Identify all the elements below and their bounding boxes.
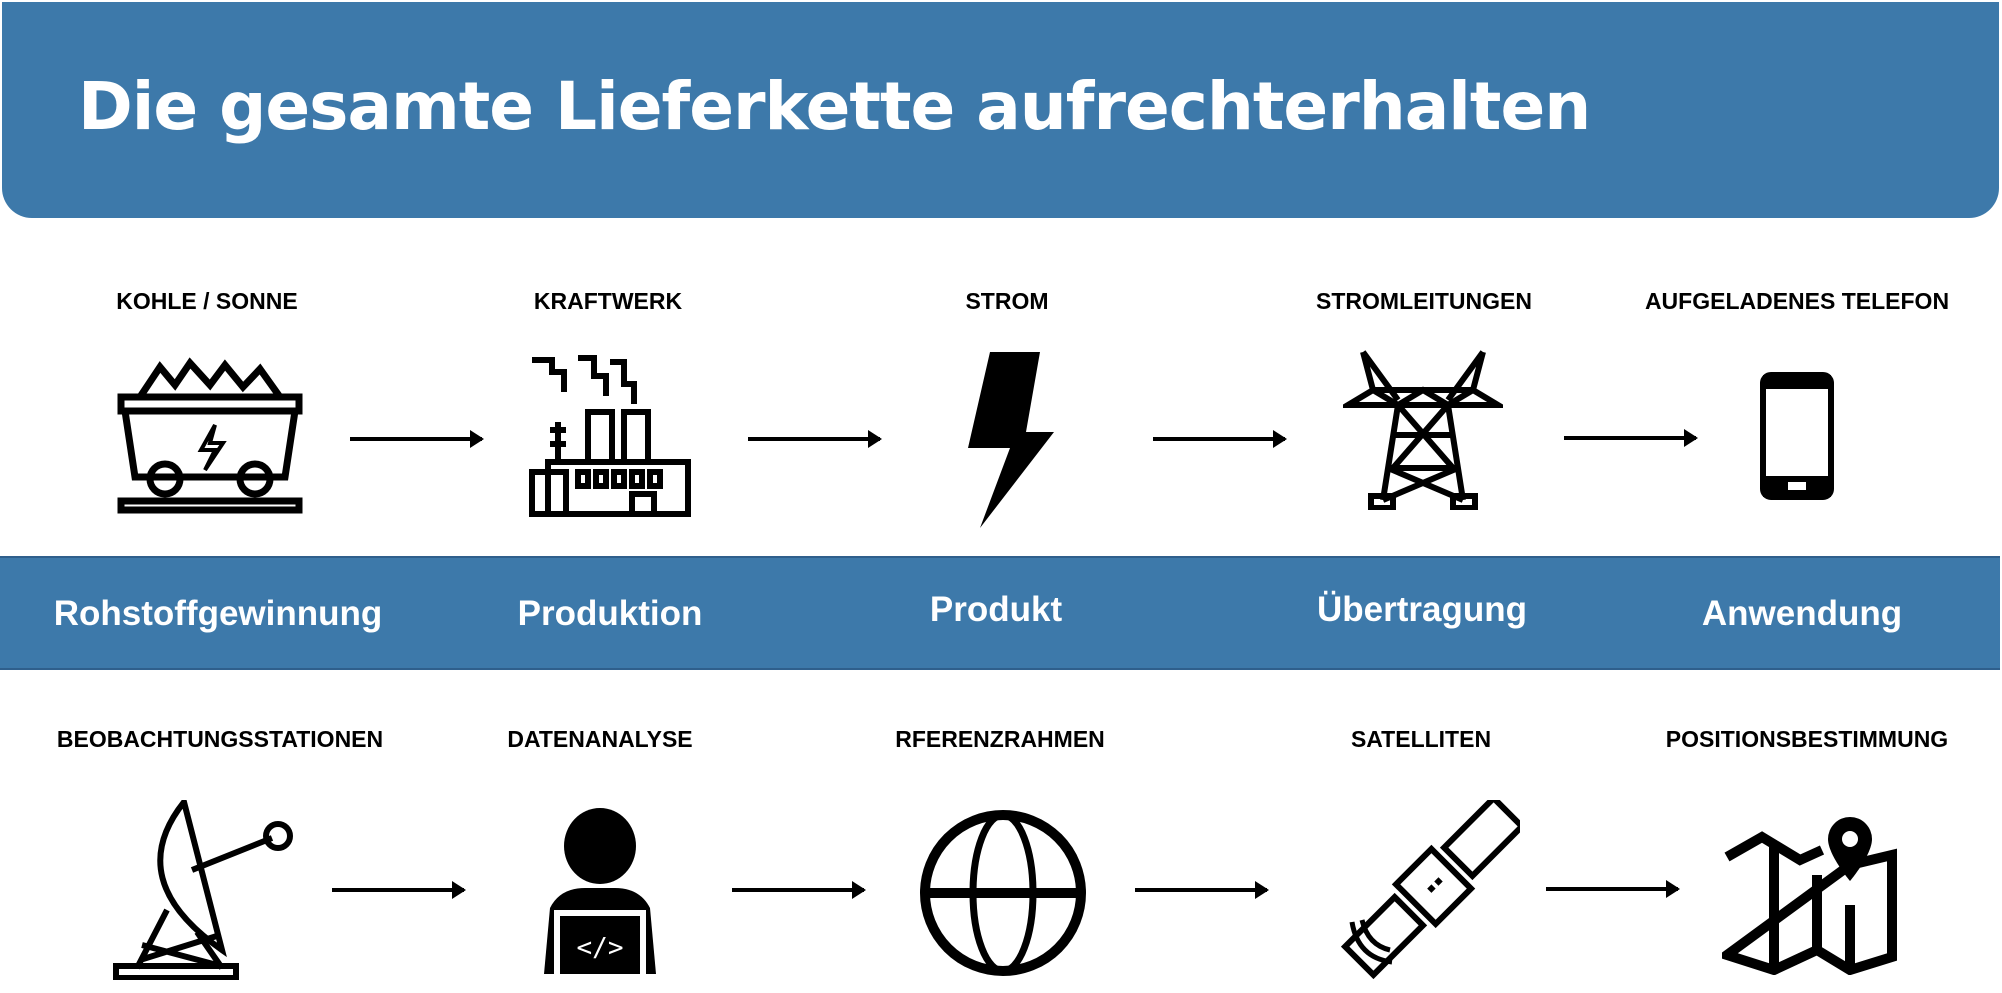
arrow-right-icon [1153, 430, 1287, 448]
label-datenanalyse: DATENANALYSE [507, 726, 693, 752]
stage-band: Rohstoffgewinnung Produktion Produkt Übe… [0, 556, 2000, 670]
stage-uebertragung: Übertragung [1317, 590, 1527, 629]
label-telefon: AUFGELADENES TELEFON [1644, 288, 1950, 314]
arrow-right-icon [332, 881, 466, 899]
label-referenzrahmen: RFERENZRAHMEN [895, 726, 1105, 752]
stage-anwendung: Anwendung [1701, 594, 1903, 633]
page-title: Die gesamte Lieferkette aufrechterhalten [78, 68, 1591, 145]
label-beobachtungsstationen: BEOBACHTUNGSSTATIONEN [56, 726, 384, 752]
label-kraftwerk: KRAFTWERK [533, 288, 683, 314]
label-positionsbestimmung: POSITIONSBESTIMMUNG [1665, 726, 1949, 752]
label-kohle-sonne: KOHLE / SONNE [116, 288, 298, 314]
svg-text:</>: </> [577, 933, 624, 963]
globe-icon [920, 810, 1086, 976]
satellite-dish-icon [113, 800, 293, 980]
arrow-right-icon [748, 430, 882, 448]
developer-laptop-icon: </> [544, 808, 656, 974]
arrow-right-icon [350, 430, 484, 448]
arrow-right-icon [732, 881, 866, 899]
stage-produktion: Produktion [517, 594, 703, 633]
stage-produkt: Produkt [929, 590, 1063, 629]
label-stromleitungen: STROMLEITUNGEN [1316, 288, 1532, 314]
lightning-icon [968, 352, 1054, 528]
power-plant-icon [529, 355, 691, 517]
label-satelliten: SATELLITEN [1350, 726, 1492, 752]
arrow-right-icon [1564, 429, 1698, 447]
satellite-icon [1340, 800, 1520, 980]
coal-cart-icon [117, 357, 303, 514]
power-tower-icon [1343, 350, 1503, 510]
phone-icon [1760, 372, 1834, 500]
map-pin-icon [1722, 817, 1897, 975]
stage-rohstoffgewinnung: Rohstoffgewinnung [53, 594, 383, 633]
title-banner: Die gesamte Lieferkette aufrechterhalten [2, 2, 1999, 218]
label-strom: STROM [965, 288, 1049, 314]
arrow-right-icon [1135, 881, 1269, 899]
arrow-right-icon [1546, 880, 1680, 898]
